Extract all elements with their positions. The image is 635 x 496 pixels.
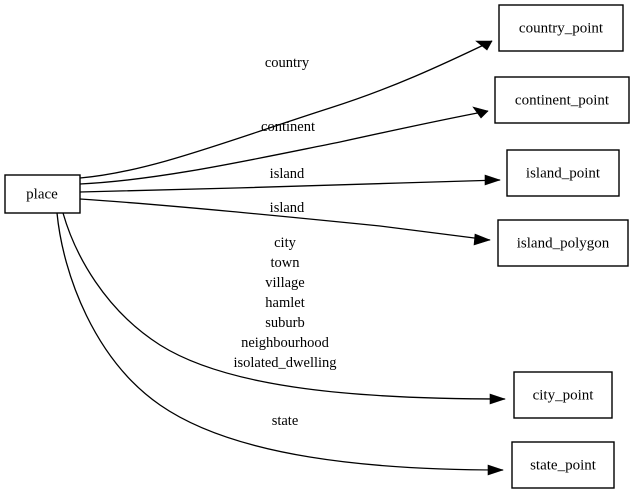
arrowhead-icon bbox=[487, 464, 504, 476]
edge-label-line: neighbourhood bbox=[241, 335, 330, 351]
edge-label-line: isolated_dwelling bbox=[233, 355, 336, 371]
node-city-point[interactable]: city_point bbox=[513, 371, 613, 419]
edge-line bbox=[79, 179, 501, 193]
node-island-point-box bbox=[506, 149, 620, 197]
node-country-point-box bbox=[498, 4, 624, 52]
node-state-point[interactable]: state_point bbox=[511, 441, 615, 489]
edge-label-line: village bbox=[265, 275, 304, 291]
node-city-point-box bbox=[513, 371, 613, 419]
edge-line bbox=[79, 198, 491, 241]
edge-label-island-polygon: island bbox=[270, 200, 305, 216]
edge-label-country: country bbox=[265, 55, 310, 71]
node-island-polygon-box bbox=[497, 219, 629, 267]
node-layer: place country_point continent_point isla… bbox=[4, 4, 630, 489]
edge-line bbox=[79, 40, 493, 179]
node-island-polygon[interactable]: island_polygon bbox=[497, 219, 629, 267]
edge-layer: country continent island island city town… bbox=[56, 40, 506, 476]
node-city-point-label: city_point bbox=[533, 387, 595, 403]
edge-line bbox=[56, 212, 504, 471]
node-country-point-label: country_point bbox=[519, 20, 604, 36]
edge-label-city-group: city town village hamlet suburb neighbourhood… bbox=[233, 235, 336, 371]
edge-line bbox=[79, 110, 489, 185]
edge-place-country-point[interactable]: country bbox=[79, 40, 493, 179]
arrowhead-icon bbox=[489, 393, 506, 405]
edge-label-continent: continent bbox=[261, 119, 315, 135]
node-place-box bbox=[4, 174, 81, 214]
node-island-point[interactable]: island_point bbox=[506, 149, 620, 197]
edge-place-state-point[interactable]: state bbox=[56, 212, 504, 476]
arrowhead-icon bbox=[472, 106, 489, 119]
arrowhead-icon bbox=[475, 40, 493, 51]
node-country-point[interactable]: country_point bbox=[498, 4, 624, 52]
edge-place-island-point[interactable]: island bbox=[79, 166, 501, 193]
node-continent-point[interactable]: continent_point bbox=[494, 76, 630, 124]
edge-place-island-polygon[interactable]: island bbox=[79, 198, 491, 246]
node-island-polygon-label: island_polygon bbox=[517, 235, 610, 251]
edge-label-line: hamlet bbox=[265, 295, 304, 311]
edge-label-line: suburb bbox=[265, 315, 304, 331]
node-state-point-box bbox=[511, 441, 615, 489]
edge-label-line: city bbox=[274, 235, 296, 251]
node-place-label: place bbox=[26, 186, 58, 202]
edge-line bbox=[62, 212, 506, 400]
edge-label-state: state bbox=[272, 413, 299, 429]
node-continent-point-label: continent_point bbox=[515, 92, 610, 108]
edge-place-continent-point[interactable]: continent bbox=[79, 106, 489, 185]
node-continent-point-box bbox=[494, 76, 630, 124]
node-island-point-label: island_point bbox=[526, 165, 601, 181]
edge-label-line: town bbox=[271, 255, 301, 271]
edge-label-island-point: island bbox=[270, 166, 305, 182]
arrowhead-icon bbox=[473, 233, 491, 246]
node-state-point-label: state_point bbox=[530, 457, 597, 473]
edge-place-city-point[interactable]: city town village hamlet suburb neighbourhood… bbox=[62, 212, 506, 405]
node-place[interactable]: place bbox=[4, 174, 81, 214]
arrowhead-icon bbox=[484, 174, 501, 186]
